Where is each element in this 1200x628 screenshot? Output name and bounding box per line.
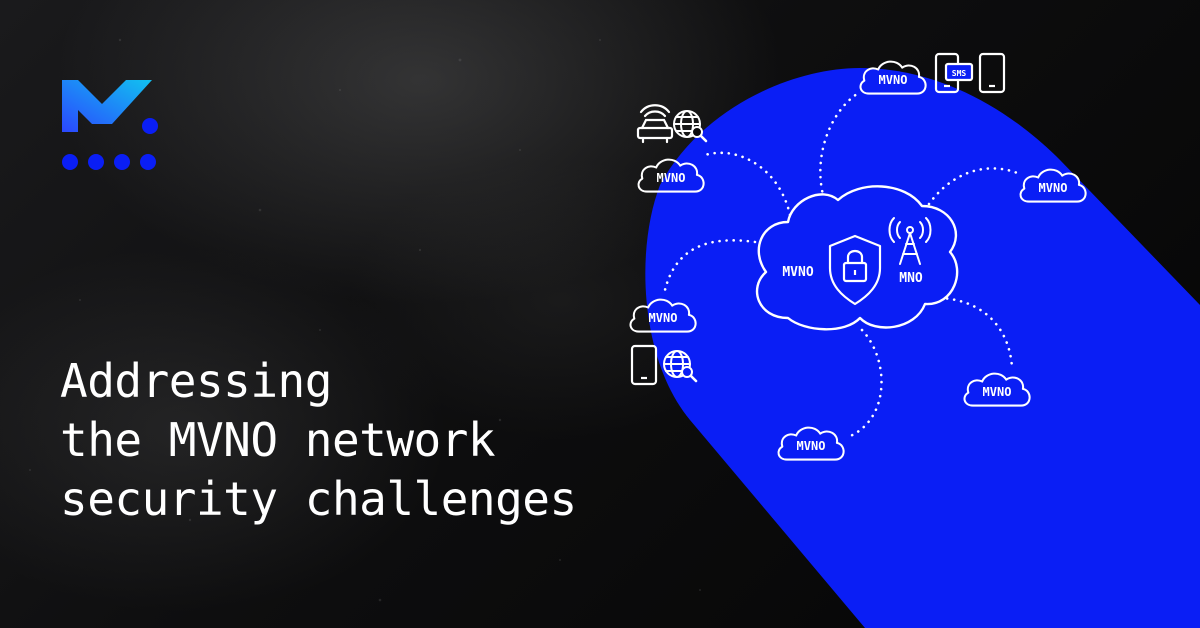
central-mvno-label: MVNO <box>782 265 813 280</box>
mvno-label: MVNO <box>797 439 826 453</box>
mvno-label: MVNO <box>983 385 1012 399</box>
connector-upper-left <box>703 151 792 217</box>
mvno-label: MVNO <box>1039 181 1068 195</box>
connector-bottom <box>846 328 883 439</box>
central-cloud: MVNO MNO <box>755 185 959 331</box>
mvno-label: MVNO <box>657 171 686 185</box>
headline: Addressing the MVNO network security cha… <box>60 352 577 529</box>
mvno-cloud-lower-right: MVNO <box>963 372 1031 407</box>
shield-lock-icon <box>828 234 882 306</box>
mvno-label: MVNO <box>879 73 908 87</box>
globe-search-icon <box>663 350 698 383</box>
brand-logo <box>62 80 158 170</box>
smartphone-icon <box>630 344 658 386</box>
sms-label: SMS <box>952 69 967 78</box>
headline-line-1: Addressing <box>60 354 332 408</box>
connector-top <box>819 90 862 207</box>
mvno-label: MVNO <box>649 311 678 325</box>
headline-line-2: the MVNO network <box>60 413 496 467</box>
mvno-cloud-left: MVNO <box>629 298 697 333</box>
globe-search-icon <box>673 110 708 143</box>
central-mno-label: MNO <box>899 271 923 286</box>
connector-lower-right <box>938 296 1014 370</box>
blue-band <box>645 68 1200 628</box>
mvno-cloud-bottom: MVNO <box>777 426 845 461</box>
connector-upper-right <box>923 167 1024 212</box>
headline-line-3: security challenges <box>60 472 577 526</box>
mvno-cloud-top: MVNO <box>859 60 927 95</box>
mvno-cloud-upper-left: MVNO <box>637 158 705 193</box>
cell-tower-icon <box>888 217 932 265</box>
sms-phone-icon: SMS <box>934 52 974 94</box>
car-wifi-icon <box>636 104 674 144</box>
mvno-cloud-right: MVNO <box>1019 168 1087 203</box>
smartphone-icon <box>978 52 1006 94</box>
